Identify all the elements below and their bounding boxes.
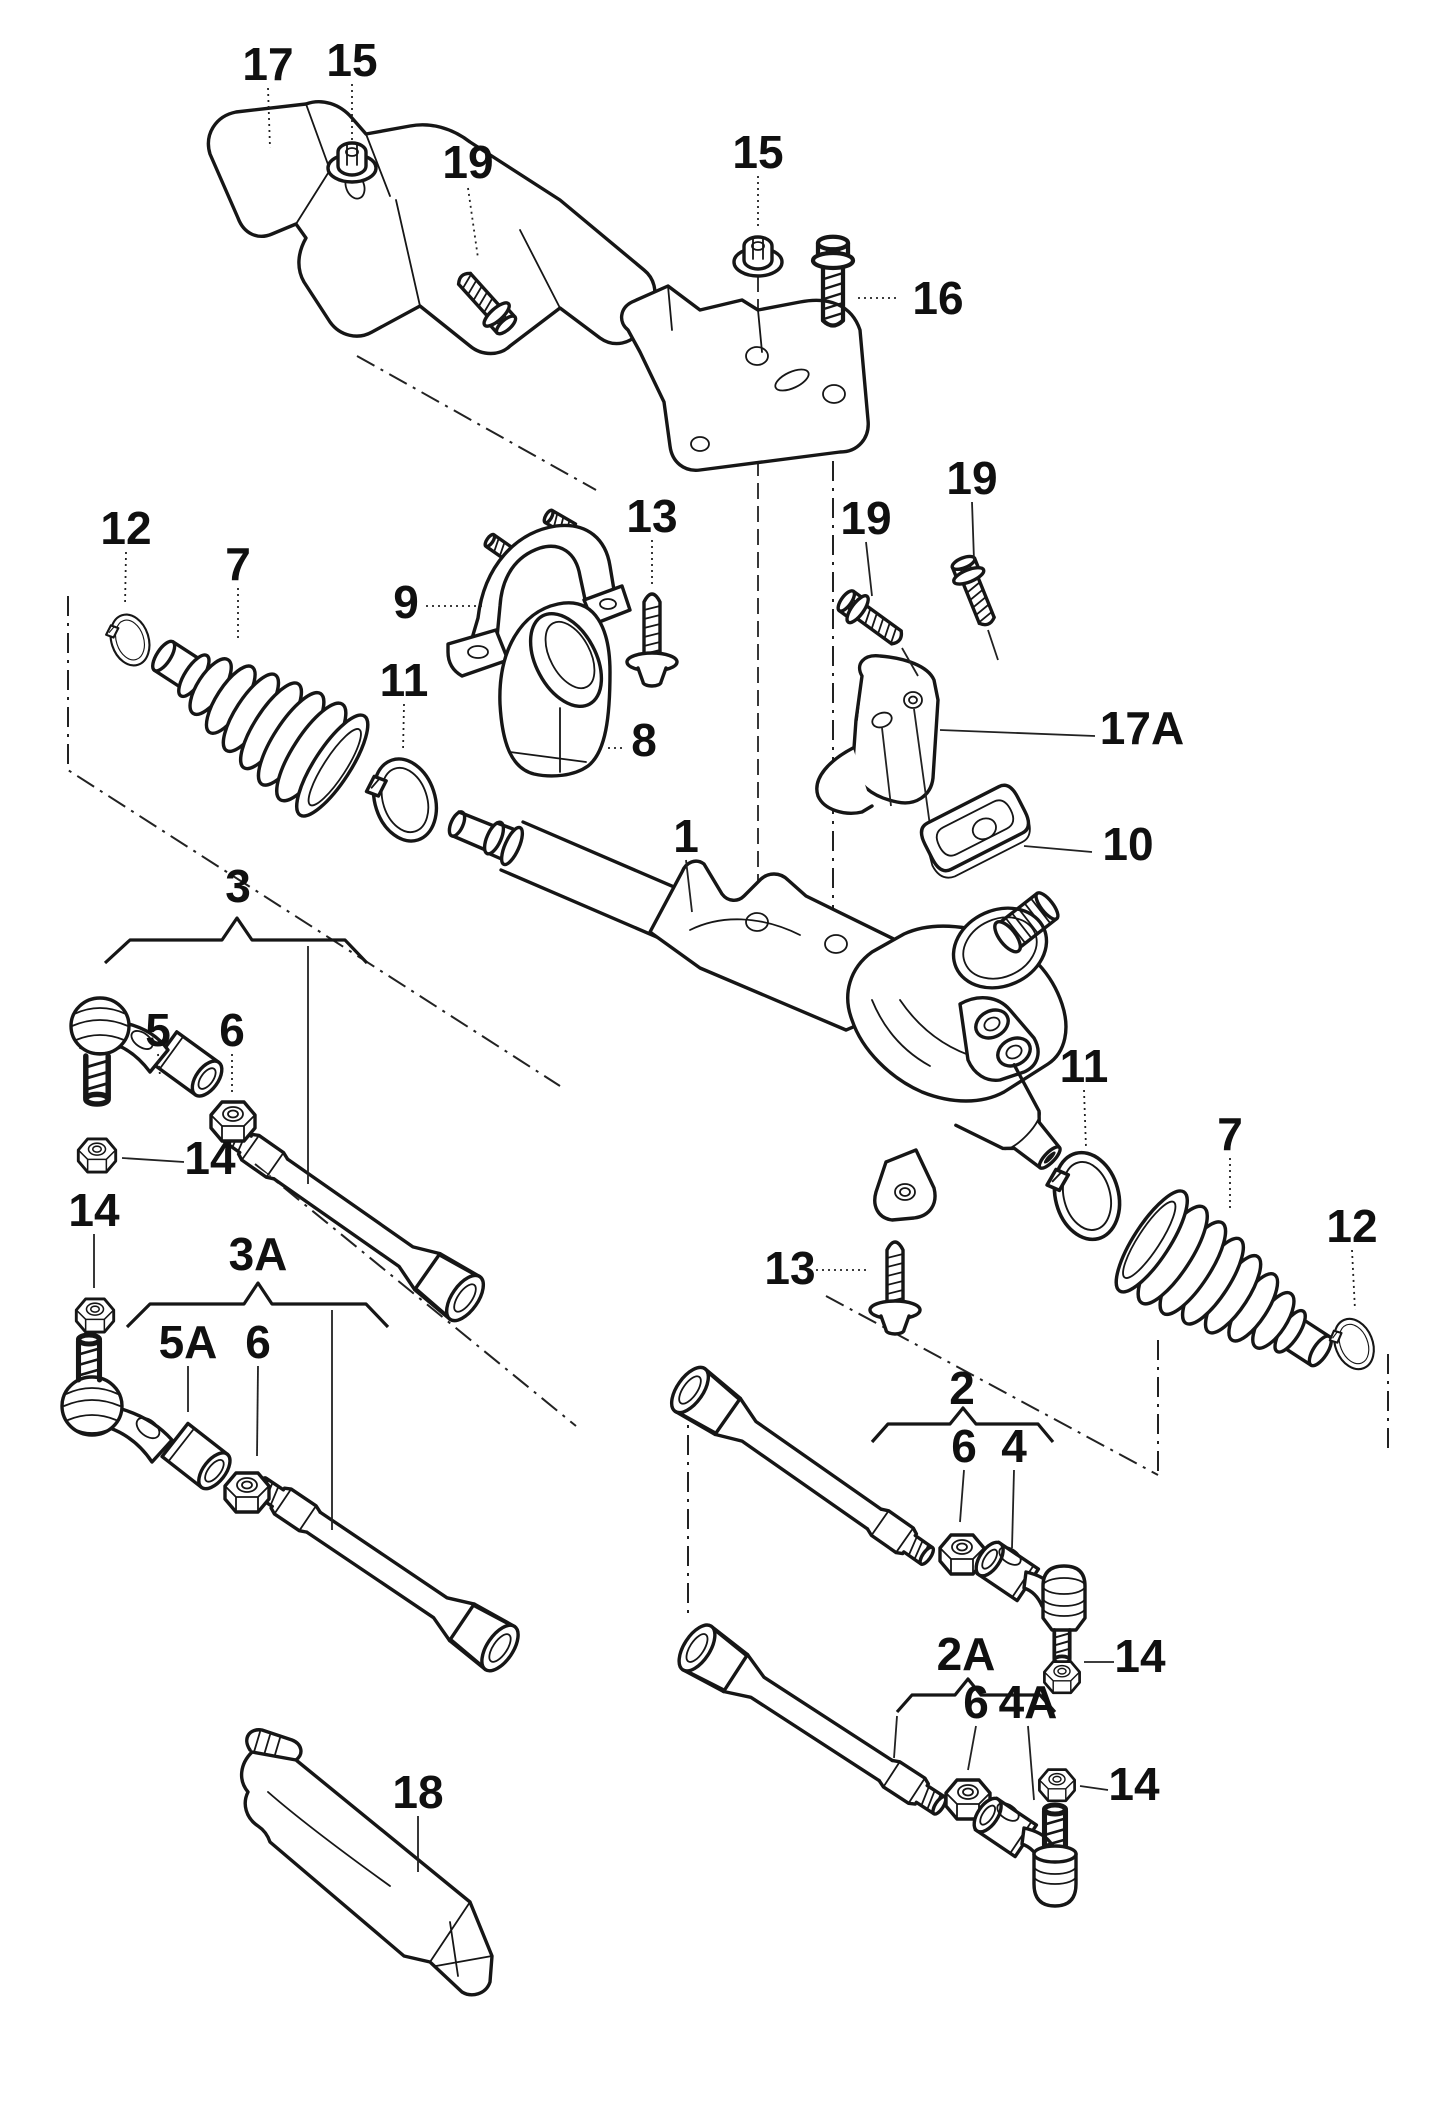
shield-mounting-plate bbox=[620, 284, 870, 472]
tie-rod-end-4A bbox=[972, 1796, 1078, 1908]
callout-15-b[interactable]: 15 bbox=[732, 126, 783, 178]
callout-14-b[interactable]: 14 bbox=[68, 1184, 120, 1236]
screw-13-a bbox=[625, 592, 679, 688]
callout-14-d[interactable]: 14 bbox=[1108, 1758, 1160, 1810]
callout-2A[interactable]: 2A bbox=[937, 1628, 996, 1680]
clamp-12-b bbox=[1323, 1311, 1383, 1378]
callout-12-a[interactable]: 12 bbox=[100, 502, 151, 554]
inner-tie-rod-2 bbox=[662, 1359, 947, 1582]
leader-lines bbox=[93, 84, 1356, 1872]
callout-7-b[interactable]: 7 bbox=[1217, 1108, 1243, 1160]
flange-nut-15-b bbox=[732, 235, 784, 278]
callout-19-a[interactable]: 19 bbox=[442, 136, 493, 188]
group-braces bbox=[103, 916, 1057, 1714]
callout-15-a[interactable]: 15 bbox=[326, 34, 377, 86]
callout-17A[interactable]: 17A bbox=[1100, 702, 1184, 754]
callout-12-b[interactable]: 12 bbox=[1326, 1200, 1377, 1252]
callout-18[interactable]: 18 bbox=[392, 1766, 443, 1818]
bolt-19-b bbox=[831, 583, 911, 655]
callout-9[interactable]: 9 bbox=[393, 576, 419, 628]
callout-6-d[interactable]: 6 bbox=[963, 1676, 989, 1728]
clamp-12-a bbox=[100, 608, 157, 673]
tie-rod-end-5A bbox=[60, 1335, 232, 1491]
heat-shield-17A bbox=[815, 654, 940, 834]
callout-2[interactable]: 2 bbox=[949, 1362, 975, 1414]
callout-11-b[interactable]: 11 bbox=[1060, 1040, 1109, 1092]
pad-10 bbox=[919, 783, 1031, 879]
nut-6-b bbox=[223, 1471, 271, 1514]
clamp-bracket-9 bbox=[446, 507, 632, 678]
steering-gear-1 bbox=[447, 810, 1068, 1222]
callout-6-c[interactable]: 6 bbox=[951, 1420, 977, 1472]
callout-19-c[interactable]: 19 bbox=[946, 452, 997, 504]
callout-3A[interactable]: 3A bbox=[229, 1228, 288, 1280]
callout-3[interactable]: 3 bbox=[225, 860, 251, 912]
callout-1[interactable]: 1 bbox=[673, 810, 699, 862]
clamp-11-a bbox=[357, 749, 449, 853]
callout-6-a[interactable]: 6 bbox=[219, 1004, 245, 1056]
nut-14-b bbox=[74, 1297, 116, 1334]
tie-rod-end-5 bbox=[69, 996, 224, 1104]
callout-14-c[interactable]: 14 bbox=[1114, 1630, 1166, 1682]
callout-13-a[interactable]: 13 bbox=[626, 490, 677, 542]
callout-6-b[interactable]: 6 bbox=[245, 1316, 271, 1368]
inner-tie-rod-2A bbox=[670, 1617, 959, 1832]
bushing-8 bbox=[498, 601, 612, 778]
callout-11-a[interactable]: 11 bbox=[380, 654, 429, 706]
boot-7-a bbox=[123, 601, 382, 827]
callout-5[interactable]: 5 bbox=[145, 1004, 171, 1056]
callout-14-a[interactable]: 14 bbox=[184, 1132, 236, 1184]
callout-17[interactable]: 17 bbox=[242, 38, 293, 90]
bolt-19-c bbox=[945, 550, 1005, 632]
callout-labels: 17 15 19 15 16 12 7 9 13 11 8 19 19 17A … bbox=[68, 34, 1377, 1818]
callout-16[interactable]: 16 bbox=[912, 272, 963, 324]
nut-14-d bbox=[1038, 1768, 1076, 1803]
heat-shield-17 bbox=[206, 99, 657, 356]
inner-tie-rod-3A bbox=[240, 1460, 528, 1679]
callout-4[interactable]: 4 bbox=[1001, 1420, 1027, 1472]
boot-7-b bbox=[1102, 1180, 1361, 1406]
callout-5A[interactable]: 5A bbox=[159, 1316, 218, 1368]
callout-7-a[interactable]: 7 bbox=[225, 538, 251, 590]
callout-13-b[interactable]: 13 bbox=[764, 1242, 815, 1294]
callout-19-b[interactable]: 19 bbox=[840, 492, 891, 544]
grease-tube-18 bbox=[240, 1728, 494, 1997]
callout-10[interactable]: 10 bbox=[1102, 818, 1153, 870]
screw-13-b bbox=[868, 1240, 922, 1336]
nut-14-a bbox=[76, 1137, 118, 1174]
callout-4A[interactable]: 4A bbox=[999, 1676, 1058, 1728]
tie-rod-end-4 bbox=[974, 1540, 1087, 1665]
callout-8[interactable]: 8 bbox=[631, 714, 657, 766]
